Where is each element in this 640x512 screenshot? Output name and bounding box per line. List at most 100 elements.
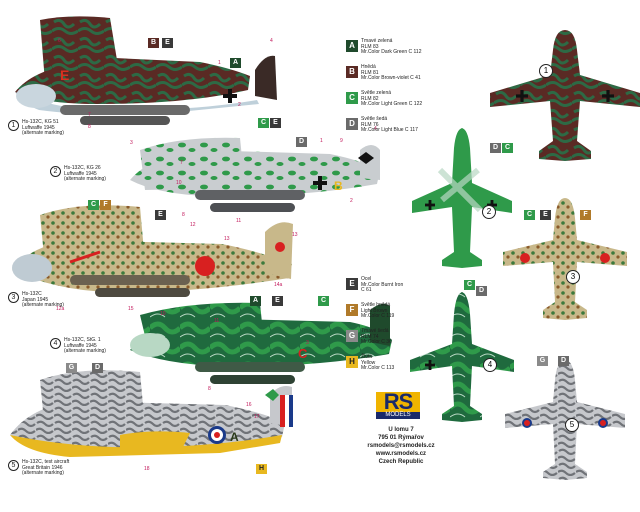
caption-1-number: 1	[8, 120, 19, 131]
caption-4-line3: (alternate marking)	[64, 348, 106, 355]
legend-swatch-c: C	[346, 92, 358, 104]
callout-5a: G	[66, 363, 77, 373]
legend-a-line1: Tmavé zelená	[361, 38, 393, 44]
ref-3-13a: 13	[224, 236, 230, 242]
legend-g-line2: RLM 74	[361, 333, 379, 340]
caption-4: 4 Hs-132C, StG. 1 Luftwaffe 1945 (altern…	[50, 337, 106, 355]
legend-f-line2: Light Brown	[361, 307, 388, 314]
ref-3-15: 15	[128, 306, 134, 312]
legend-a-line2: RLM 83	[361, 43, 379, 50]
ref-1-4: 4	[270, 38, 273, 44]
caption-5-line2: Great Britain 1946	[22, 464, 63, 471]
ref-4-11: 11	[214, 318, 220, 324]
aircraft-3-side-view	[12, 205, 293, 297]
callout-3b: F	[100, 200, 111, 210]
caption-1: 1 Hs-132C, KG 51 Luftwaffe 1945 (alterna…	[8, 119, 64, 137]
legend-c-line3: Mr.Color Light Green C 122	[361, 101, 423, 108]
legend-b-line2: RLM 81	[361, 69, 379, 76]
caption-2: 2 Hs-132C, KG 26 Luftwaffe 1945 (alterna…	[50, 165, 106, 183]
legend-g-line3: Mr.Color C 36	[361, 339, 392, 346]
ref-2-2: 2	[350, 198, 353, 204]
legend-d-line3: Mr.Color Light Blue C 117	[361, 127, 418, 134]
svg-text:A: A	[230, 430, 239, 444]
ref-4-10: 10	[160, 311, 166, 317]
top3-callout-b: E	[540, 210, 551, 220]
callout-2a: C	[258, 118, 269, 128]
ref-3-14a: 14a	[274, 282, 283, 288]
top-view-number-3: 3	[566, 270, 580, 284]
legend-a-line3: Mr.Color Dark Green C 112	[361, 49, 422, 56]
ref-1-6: 6	[58, 38, 61, 44]
address-line-5: Czech Republic	[378, 459, 424, 465]
caption-4-number: 4	[50, 338, 61, 349]
address-line-1: U lomu 7	[388, 427, 414, 433]
aircraft-2-side-view: B	[130, 137, 380, 212]
logo-letters: RS	[376, 391, 420, 413]
top4-callout-a: C	[464, 280, 475, 290]
ref-4-3: 3	[306, 340, 309, 346]
callout-2b: E	[270, 118, 281, 128]
svg-text:C: C	[298, 346, 308, 361]
legend-g-line1: Tmavé šedá	[361, 328, 389, 334]
ref-5-16: 16	[246, 402, 252, 408]
caption-1-line3: (alternate marking)	[22, 130, 64, 137]
callout-3a: C	[88, 200, 99, 210]
address-line-4: www.rsmodels.cz	[375, 451, 427, 457]
publisher-address: U lomu 7 795 01 Rýmařov rsmodels@rsmodel…	[364, 426, 438, 466]
legend-swatch-a: A	[346, 40, 358, 52]
caption-3-number: 3	[8, 292, 19, 303]
ref-1-7: 7	[88, 112, 91, 118]
caption-4-line2: Luftwaffe 1945	[64, 342, 97, 349]
caption-2-line3: (alternate marking)	[64, 176, 106, 183]
legend-swatch-h: H	[346, 356, 358, 368]
caption-1-line1: Hs-132C, KG 51	[22, 119, 59, 125]
legend-e-line1: Ocel	[361, 276, 372, 282]
ref-3-13b: 13	[292, 232, 298, 238]
aircraft-1-side-view: E	[15, 16, 277, 125]
top3-callout-c: F	[580, 210, 591, 220]
ref-5-17: 17	[254, 414, 260, 420]
caption-4-line1: Hs-132C, StG. 1	[64, 337, 101, 343]
top4-callout-b: D	[476, 286, 487, 296]
ref-2-11: 11	[236, 218, 242, 224]
aircraft-5-top-view	[505, 360, 625, 480]
top-view-number-5: 5	[565, 418, 579, 432]
legend-swatch-b: B	[346, 66, 358, 78]
callout-1c: A	[230, 58, 241, 68]
caption-2-line1: Hs-132C, KG 26	[64, 165, 101, 171]
ref-1-3: 3	[130, 140, 133, 146]
legend-d-line1: Světle šedá	[361, 116, 388, 122]
aircraft-4-side-view: C	[130, 302, 392, 384]
callout-4c: C	[318, 296, 329, 306]
caption-5-line3: (alternate marking)	[22, 470, 64, 477]
legend-h-line2: Yellow	[361, 359, 376, 366]
caption-5-number: 5	[8, 460, 19, 471]
caption-3-line3: (alternate marking)	[22, 302, 64, 309]
top5-callout-b: D	[558, 356, 569, 366]
caption-2-number: 2	[50, 166, 61, 177]
legend-e-line2: Mr.Color Burnt Iron	[361, 281, 404, 288]
callout-2c: D	[296, 137, 307, 147]
ref-4-8: 8	[208, 386, 211, 392]
legend-swatch-e: E	[346, 278, 358, 290]
ref-2-10: 10	[176, 180, 182, 186]
top2-callout-b: C	[502, 143, 513, 153]
ref-2-4: 4	[374, 126, 377, 132]
legend-d-line2: RLM 76	[361, 121, 379, 128]
ref-1-8: 8	[88, 124, 91, 130]
caption-5-line1: Hs-132C, test aircraft	[22, 459, 70, 465]
ref-2-7: 7	[180, 160, 183, 166]
legend-swatch-g: G	[346, 330, 358, 342]
ref-2-1: 1	[320, 138, 323, 144]
callout-5b: D	[92, 363, 103, 373]
top-view-number-2: 2	[482, 205, 496, 219]
callout-1b: E	[162, 38, 173, 48]
address-line-3: rsmodels@rsmodels.cz	[367, 443, 435, 449]
